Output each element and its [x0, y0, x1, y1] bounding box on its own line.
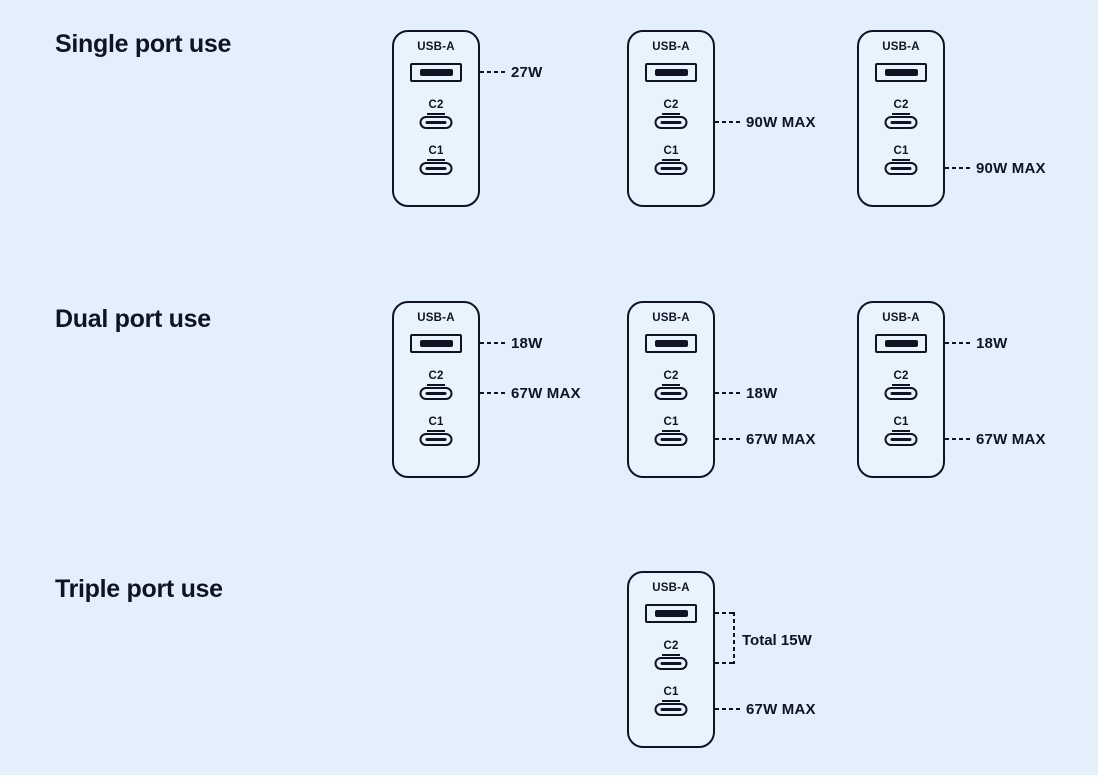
charger-body: [857, 30, 945, 207]
annotation-c1-watts: 90W MAX: [945, 159, 1046, 177]
charger-dual-2: USB-A C2 C1 18W 67W MAX: [627, 301, 816, 478]
c1-port-label: C1: [662, 686, 680, 702]
usb-c2-port-icon: [419, 116, 453, 129]
annotation-c2-watts: 90W MAX: [715, 113, 816, 131]
usb-a-port-label: USB-A: [882, 41, 920, 53]
c1-port-label: C1: [427, 416, 445, 432]
annotation-usb-a-watts: 18W: [480, 334, 542, 352]
charger-dual-1: USB-A C2 C1 18W 67W MAX: [392, 301, 581, 478]
usb-c2-port-icon: [884, 116, 918, 129]
charger-body: [392, 301, 480, 478]
charger-body: [627, 30, 715, 207]
charger-single-3: USB-A C2 C1 90W MAX: [857, 30, 1046, 207]
charger-dual-3: USB-A C2 C1 18W 67W MAX: [857, 301, 1046, 478]
usb-a-port-label: USB-A: [417, 41, 455, 53]
section-title-single: Single port use: [55, 30, 232, 58]
dashed-leader-line: [945, 342, 971, 344]
bracket-dashed-line-bottom: [715, 662, 735, 664]
annotation-usb-a-watts: 18W: [945, 334, 1007, 352]
annotation-total-watts: Total 15W: [742, 632, 812, 649]
usb-a-port-icon: [645, 63, 697, 82]
dashed-leader-line: [945, 438, 971, 440]
dashed-leader-line: [480, 392, 506, 394]
watt-label: 27W: [511, 63, 543, 81]
c2-port-label: C2: [662, 370, 680, 386]
watt-label: 67W MAX: [976, 430, 1046, 448]
watt-label: 90W MAX: [976, 159, 1046, 177]
usb-a-port-label: USB-A: [652, 312, 690, 324]
charger-body: [627, 571, 715, 748]
usb-a-port-icon: [875, 63, 927, 82]
c2-port-label: C2: [662, 99, 680, 115]
annotation-c2-watts: 18W: [715, 384, 777, 402]
usb-c1-port-icon: [419, 433, 453, 446]
usb-c2-port-icon: [419, 387, 453, 400]
c2-port-label: C2: [427, 370, 445, 386]
usb-c1-port-icon: [884, 433, 918, 446]
dashed-leader-line: [480, 342, 506, 344]
watt-label: 18W: [976, 334, 1008, 352]
usb-a-port-label: USB-A: [882, 312, 920, 324]
usb-a-port-icon: [410, 63, 462, 82]
usb-a-port-label: USB-A: [652, 582, 690, 594]
bracket-dashed-line-top: [715, 612, 735, 614]
annotation-c2-watts: 67W MAX: [480, 384, 581, 402]
section-title-dual: Dual port use: [55, 305, 211, 333]
annotation-c1-watts: 67W MAX: [715, 700, 816, 718]
c1-port-label: C1: [662, 416, 680, 432]
usb-c2-port-icon: [654, 116, 688, 129]
usb-c1-port-icon: [654, 703, 688, 716]
c2-port-label: C2: [892, 370, 910, 386]
charger-single-2: USB-A C2 C1 90W MAX: [627, 30, 816, 207]
watt-label: 90W MAX: [746, 113, 816, 131]
c2-port-label: C2: [662, 640, 680, 656]
usb-c2-port-icon: [654, 387, 688, 400]
dashed-leader-line: [480, 71, 506, 73]
usb-c1-port-icon: [884, 162, 918, 175]
usb-a-port-icon: [645, 334, 697, 353]
annotation-c1-watts: 67W MAX: [715, 430, 816, 448]
c1-port-label: C1: [662, 145, 680, 161]
page-bottom-edge: [0, 775, 1098, 778]
c1-port-label: C1: [892, 145, 910, 161]
watt-label: 67W MAX: [746, 700, 816, 718]
charger-body: [627, 301, 715, 478]
charger-body: [857, 301, 945, 478]
watt-label: 18W: [511, 334, 543, 352]
dashed-leader-line: [715, 392, 741, 394]
watt-label: 67W MAX: [511, 384, 581, 402]
c2-port-label: C2: [892, 99, 910, 115]
c2-port-label: C2: [427, 99, 445, 115]
usb-a-port-icon: [645, 604, 697, 623]
usb-c1-port-icon: [654, 433, 688, 446]
usb-c1-port-icon: [654, 162, 688, 175]
c1-port-label: C1: [427, 145, 445, 161]
annotation-usb-a-watts: 27W: [480, 63, 542, 81]
c1-port-label: C1: [892, 416, 910, 432]
watt-label: 67W MAX: [746, 430, 816, 448]
usb-a-port-icon: [410, 334, 462, 353]
charger-triple-1: USB-A C2 C1 Total 15W 67W MAX: [627, 571, 816, 748]
usb-a-port-icon: [875, 334, 927, 353]
dashed-leader-line: [715, 121, 741, 123]
usb-c1-port-icon: [419, 162, 453, 175]
usb-c2-port-icon: [654, 657, 688, 670]
charger-single-1: USB-A C2 C1 27W: [392, 30, 542, 207]
watt-label: 18W: [746, 384, 778, 402]
dashed-leader-line: [715, 708, 741, 710]
charger-body: [392, 30, 480, 207]
usb-a-port-label: USB-A: [652, 41, 690, 53]
bracket-dashed-line-vertical: [733, 612, 735, 664]
annotation-c1-watts: 67W MAX: [945, 430, 1046, 448]
usb-c2-port-icon: [884, 387, 918, 400]
dashed-leader-line: [945, 167, 971, 169]
dashed-leader-line: [715, 438, 741, 440]
usb-a-port-label: USB-A: [417, 312, 455, 324]
section-title-triple: Triple port use: [55, 575, 223, 603]
